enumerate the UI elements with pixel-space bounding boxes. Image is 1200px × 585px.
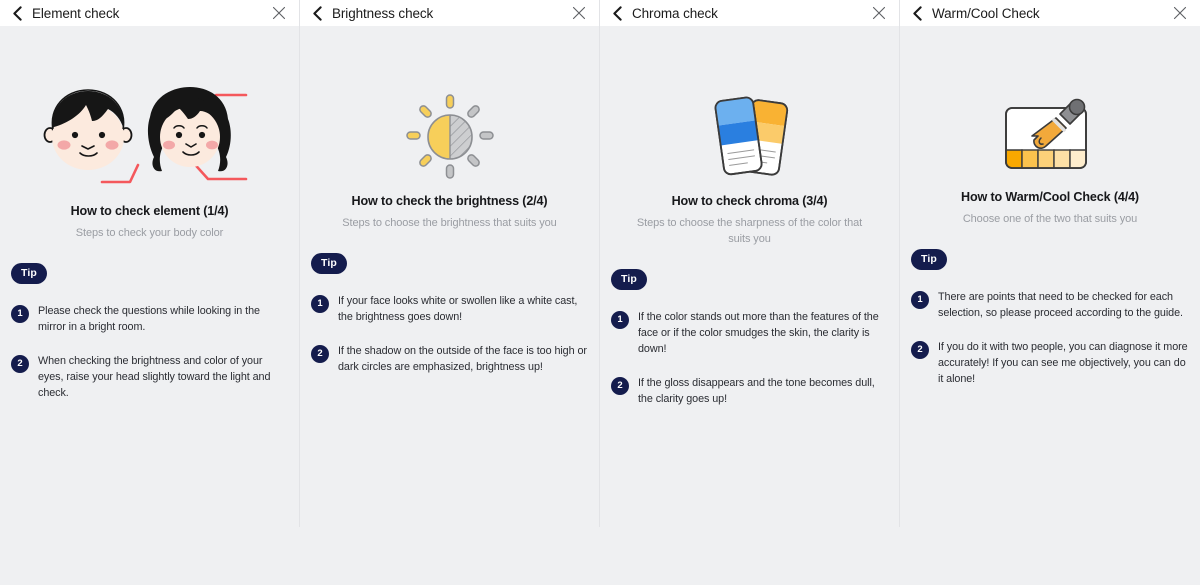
panel-subline: Steps to choose the sharpness of the col… [636, 217, 863, 245]
tip-number: 2 [11, 354, 29, 373]
half-sun-icon [300, 84, 599, 194]
tip-item: 2 If you do it with two people, you can … [911, 340, 1189, 388]
tip-text: Please check the questions while looking… [38, 304, 260, 333]
tip-text: If you do it with two people, you can di… [938, 340, 1188, 385]
tip-item: 2 If the shadow on the outside of the fa… [311, 344, 588, 376]
tip-number: 1 [611, 310, 629, 329]
tip-list: 1 Please check the questions while looki… [0, 304, 299, 402]
panel-element-check: Element check [0, 0, 300, 527]
close-icon[interactable] [1173, 6, 1187, 20]
close-icon[interactable] [872, 6, 886, 20]
tip-badge: Tip [911, 248, 947, 270]
tip-number: 1 [311, 294, 329, 313]
panel-subline: Steps to choose the brightness that suit… [342, 217, 557, 229]
close-icon[interactable] [272, 6, 286, 20]
panel-body: How to Warm/Cool Check (4/4) Choose one … [900, 80, 1200, 581]
tip-text: If the color stands out more than the fe… [638, 310, 879, 355]
tip-list: 1 If your face looks white or swollen li… [300, 294, 599, 376]
tip-item: 1 Please check the questions while looki… [11, 304, 288, 336]
panel-title: Warm/Cool Check [932, 5, 1040, 21]
tip-text: If your face looks white or swollen like… [338, 294, 578, 323]
panel-subline: Steps to check your body color [75, 227, 224, 239]
tip-item: 2 When checking the brightness and color… [11, 354, 288, 402]
tip-item: 1 There are points that need to be check… [911, 290, 1189, 322]
panel-header: Brightness check [300, 0, 599, 26]
tip-text: If the shadow on the outside of the face… [338, 344, 587, 373]
tip-badge: Tip [311, 252, 347, 274]
close-icon[interactable] [572, 6, 586, 20]
panel-headline: How to Warm/Cool Check (4/4) [961, 190, 1139, 204]
chevron-left-icon[interactable] [12, 5, 23, 21]
tip-number: 1 [11, 304, 29, 323]
panel-title: Brightness check [332, 5, 434, 21]
tip-item: 1 If your face looks white or swollen li… [311, 294, 588, 326]
panel-body: How to check element (1/4) Steps to chec… [0, 74, 299, 575]
panel-headline: How to check chroma (3/4) [671, 194, 828, 208]
panel-subline: Choose one of the two that suits you [962, 213, 1138, 225]
panel-title: Chroma check [632, 5, 718, 21]
chevron-left-icon[interactable] [612, 5, 623, 21]
panel-chroma-check: Chroma check [600, 0, 900, 527]
tip-badge: Tip [611, 268, 647, 290]
panel-header: Chroma check [600, 0, 899, 26]
chevron-left-icon[interactable] [312, 5, 323, 21]
panel-headline: How to check the brightness (2/4) [351, 194, 548, 208]
chevron-left-icon[interactable] [912, 5, 923, 21]
tip-number: 2 [311, 344, 329, 363]
panel-body: How to check the brightness (2/4) Steps … [300, 84, 599, 585]
tip-text: There are points that need to be checked… [938, 290, 1183, 319]
two-faces-illustration [0, 74, 299, 204]
color-swatch-cards-icon [600, 84, 899, 194]
panel-brightness-check: Brightness check [300, 0, 600, 527]
panel-warm-cool-check: Warm/Cool Check [900, 0, 1200, 527]
panel-title: Element check [32, 5, 120, 21]
tip-item: 2 If the gloss disappears and the tone b… [611, 376, 888, 408]
panel-headline: How to check element (1/4) [70, 204, 229, 218]
guide-panels-screen: Element check [0, 0, 1200, 527]
eyedropper-palette-icon [900, 80, 1200, 190]
panel-header: Element check [0, 0, 299, 26]
tip-list: 1 There are points that need to be check… [900, 290, 1200, 388]
tip-item: 1 If the color stands out more than the … [611, 310, 888, 358]
tip-number: 2 [911, 340, 929, 359]
tip-number: 1 [911, 290, 929, 309]
tip-text: When checking the brightness and color o… [38, 354, 271, 399]
tip-list: 1 If the color stands out more than the … [600, 310, 899, 408]
tip-badge: Tip [11, 262, 47, 284]
panel-header: Warm/Cool Check [900, 0, 1200, 26]
panel-body: How to check chroma (3/4) Steps to choos… [600, 84, 899, 585]
tip-number: 2 [611, 376, 629, 395]
tip-text: If the gloss disappears and the tone bec… [638, 376, 875, 405]
